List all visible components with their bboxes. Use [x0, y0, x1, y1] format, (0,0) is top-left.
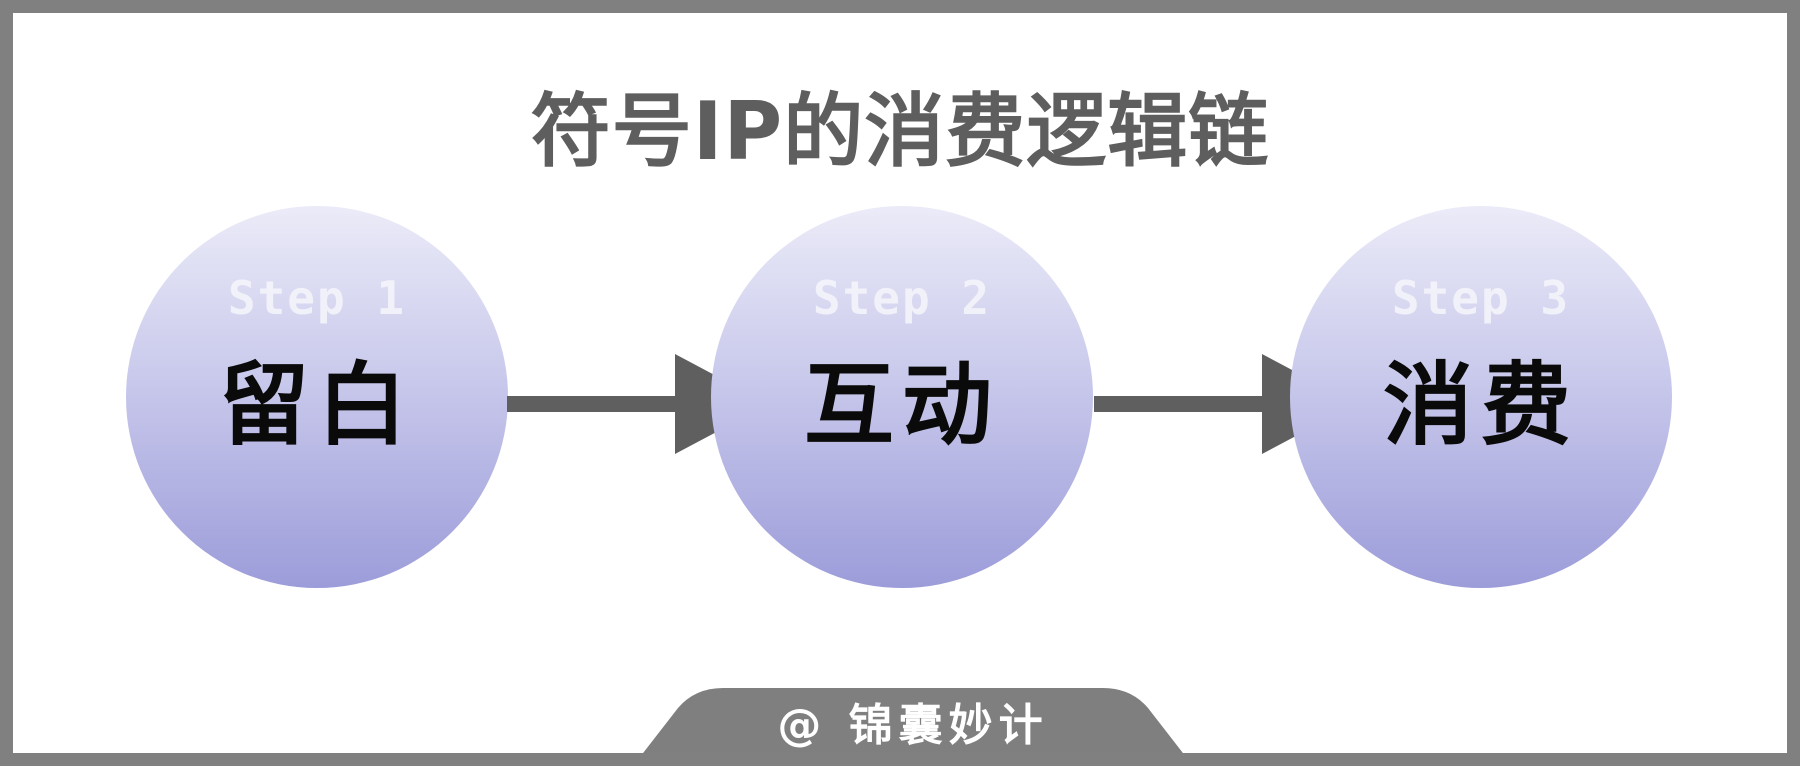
watermark-tab: @ 锦囊妙计 [633, 686, 1193, 753]
step-name: 消费 [1383, 353, 1579, 458]
arrow-shaft [507, 396, 683, 412]
step-node-3: Step 3 消费 [1290, 206, 1672, 588]
diagram-title: 符号IP的消费逻辑链 [530, 85, 1270, 178]
step-label: Step 2 [812, 271, 992, 325]
watermark-text: @ 锦囊妙计 [777, 700, 1049, 751]
step-name: 互动 [804, 353, 1000, 458]
step-name: 留白 [219, 353, 415, 458]
arrow-shaft [1094, 396, 1270, 412]
step-label: Step 1 [227, 271, 407, 325]
diagram-canvas: 符号IP的消费逻辑链 Step 1 留白 Step 2 互动 Step 3 消费… [13, 13, 1787, 753]
step-node-2: Step 2 互动 [711, 206, 1093, 588]
step-node-1: Step 1 留白 [126, 206, 508, 588]
step-label: Step 3 [1391, 271, 1571, 325]
watermark-tab-shape [643, 688, 1183, 753]
